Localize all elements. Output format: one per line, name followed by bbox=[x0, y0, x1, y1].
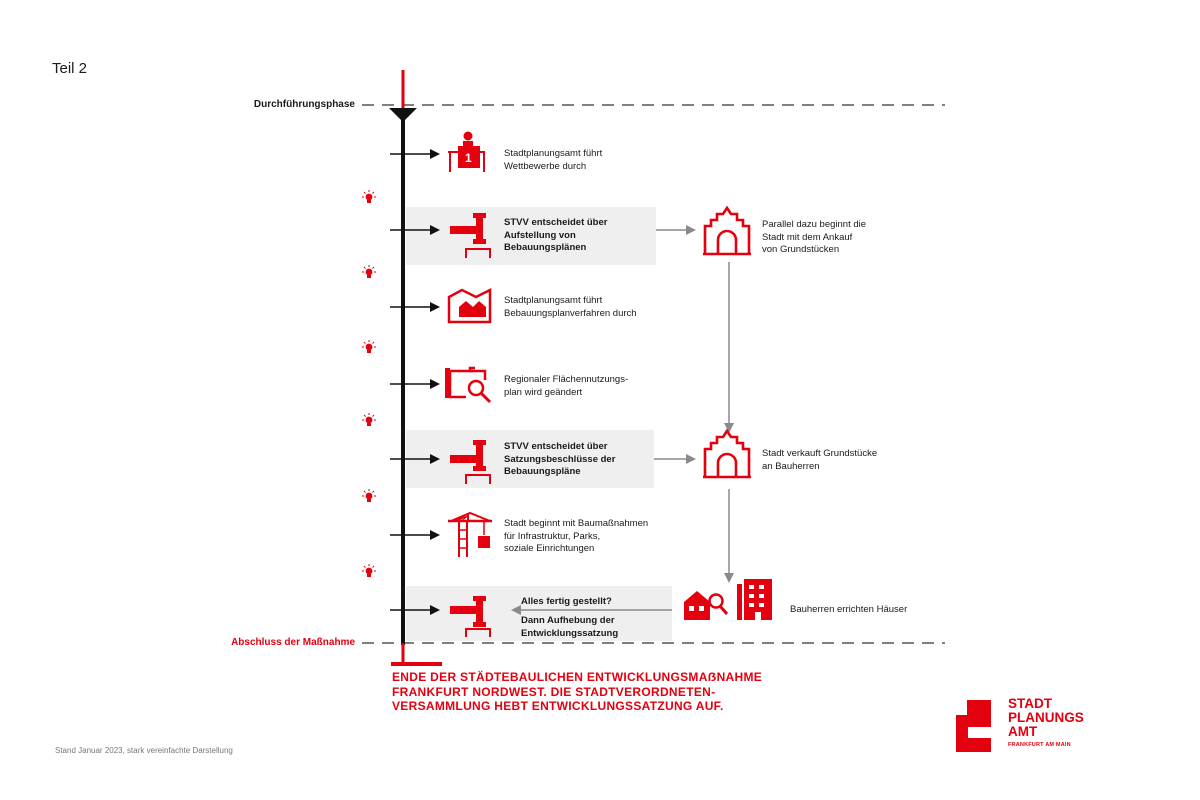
town-hall-icon bbox=[703, 428, 751, 479]
step-arrows bbox=[390, 149, 440, 615]
presenter-award-icon: 1 bbox=[448, 131, 485, 172]
step-text-aufhebung-question: Alles fertig gestellt? bbox=[521, 596, 612, 607]
lightbulb-icon bbox=[362, 489, 376, 502]
phase-start-label: Durchführungsphase bbox=[253, 99, 355, 110]
lightbulb-icon bbox=[362, 265, 376, 278]
decision-box-1 bbox=[406, 207, 656, 265]
building-houses-icon bbox=[684, 579, 772, 620]
end-statement: ENDE DER STÄDTEBAULICHEN ENTWICKLUNGSMAẞ… bbox=[392, 670, 763, 713]
gavel-icon bbox=[450, 440, 491, 484]
part-label: Teil 2 bbox=[52, 60, 88, 77]
lightbulb-icon bbox=[362, 413, 376, 426]
map-magnifier-icon bbox=[445, 366, 492, 404]
svg-text:1: 1 bbox=[465, 151, 472, 165]
footer-note: Stand Januar 2023, stark vereinfachte Da… bbox=[55, 746, 233, 755]
gavel-icon bbox=[450, 596, 491, 637]
step-text-flaechennutzungsplan: Regionaler Flächennutzungs-plan wird geä… bbox=[504, 374, 629, 398]
decision-box-2 bbox=[406, 430, 654, 488]
logo-mark-icon bbox=[956, 700, 991, 752]
lightbulb-icon bbox=[362, 340, 376, 353]
phase-start-marker bbox=[389, 108, 417, 122]
lightbulb-icon bbox=[362, 564, 376, 577]
lightbulb-icons bbox=[362, 190, 376, 577]
crane-icon bbox=[448, 511, 492, 557]
map-houses-icon bbox=[447, 287, 492, 324]
lightbulb-icon bbox=[362, 190, 376, 203]
town-hall-icon bbox=[703, 205, 751, 256]
phase-end-label: Abschluss der Maßnahme bbox=[231, 637, 355, 648]
logo: STADT PLANUNGS AMT FRANKFURT AM MAIN bbox=[1008, 696, 1084, 749]
side-text-bauherren: Bauherren errichten Häuser bbox=[790, 604, 908, 615]
gavel-icon bbox=[450, 213, 491, 258]
